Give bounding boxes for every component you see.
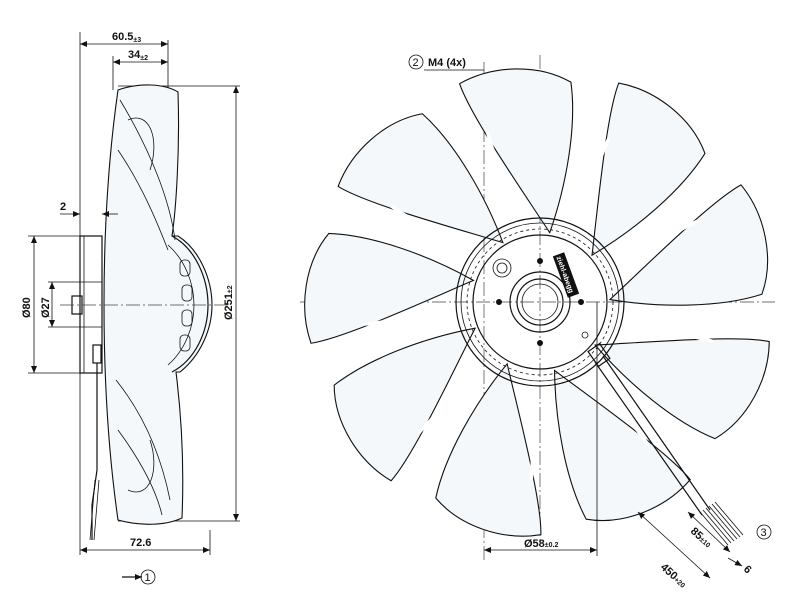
dim-outer-diameter: Ø251±2 [223,285,235,320]
cable-callout [756,524,772,540]
svg-text:1: 1 [145,572,151,584]
fan-blade [458,68,574,234]
blade-rib-fill [418,362,477,434]
fan-blade [594,338,770,440]
nameplate: ziehl-abegg [552,252,580,298]
fan-blade [304,232,475,344]
fan-blade [553,369,691,521]
fan-blade [608,184,769,306]
fan-blade [435,362,542,537]
dim-bolt-circle: Ø58±0.2 [524,538,558,550]
capacitor-plug [492,258,512,278]
side-blade-profile [103,84,213,525]
svg-text:2: 2 [413,57,419,69]
dim-cable-length: 450+20 [658,561,689,590]
side-view: 60.5±3 34±2 2 Ø80 Ø27 Ø251±2 72.6 1 [21,31,240,585]
flange-plate [79,235,103,374]
blade-rib-fill [624,325,714,343]
bearing-ring [509,271,571,333]
blade-rib-fill [528,389,535,480]
blade-rib-fill [486,131,521,217]
fan-blade [333,327,477,482]
hub-outer [455,217,625,387]
fan-blade [337,113,504,244]
dim-shaft-diameter: Ø27 [40,297,52,318]
airflow-callout [140,569,156,585]
hub-plate [472,234,608,370]
mount-callout [408,54,424,70]
blade-rib-fill [620,219,699,268]
blade-rib-fill [578,137,611,223]
dim-hub-diameter: Ø80 [21,297,33,318]
dim-width-blade: 34±2 [128,49,148,62]
front-cable [594,361,703,516]
fan-blades [304,68,770,537]
blade-rib-fill [390,204,469,251]
dim-flange: 2 [60,201,66,213]
shaft-bore [516,278,564,326]
front-view: ziehl-abegg 2 M4 (4x) Ø58±0.2 450+20 85±… [300,54,775,590]
blade-rib-fill [363,306,452,326]
dim-depth-total: 72.6 [130,537,151,549]
fan-blade [591,82,706,257]
dim-wire-end: 6 [741,563,754,576]
mount-thread-label: M4 (4x) [428,57,466,69]
dim-cable-strip: 85±10 [688,525,714,550]
dim-width-total: 60.5±3 [112,31,141,44]
mounting-holes [496,258,584,346]
cable-gland [92,344,102,364]
svg-text:3: 3 [761,527,767,539]
cable-wires [699,501,744,546]
